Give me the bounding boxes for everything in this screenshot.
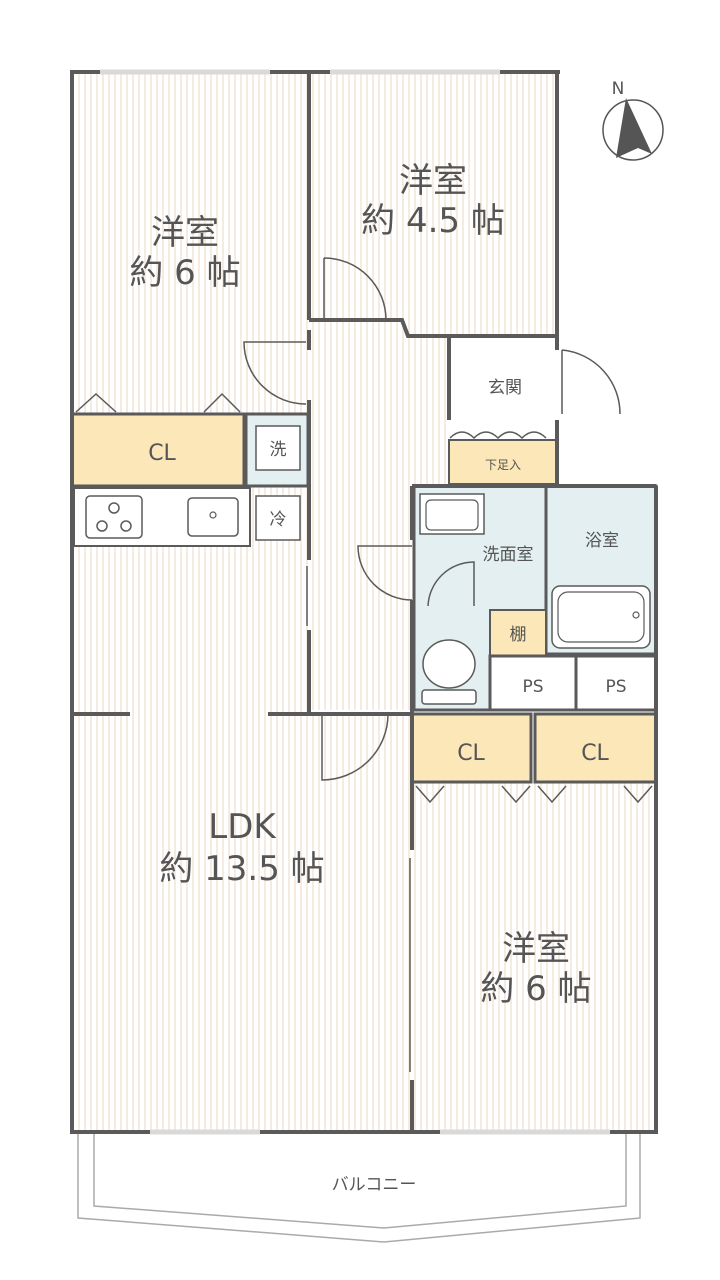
burner-icon (96, 520, 108, 532)
fridge-label: 冷 (270, 510, 287, 530)
balcony-label: バルコニー (332, 1175, 417, 1195)
closet-se[interactable] (533, 712, 658, 784)
windows (100, 69, 610, 1135)
room-name-ldk: LDK (208, 807, 277, 847)
closet-door-marks (75, 392, 653, 804)
washer-label: 洗 (270, 440, 287, 460)
doors[interactable] (243, 257, 621, 1072)
washer-icon (255, 425, 301, 471)
floor-entrance (449, 338, 556, 418)
entrance-label: 玄関 (488, 378, 522, 398)
ps-right (574, 654, 658, 712)
sink-icon (187, 497, 239, 537)
closet-label-se: CL (581, 741, 609, 766)
north-arrow-icon (602, 98, 664, 161)
door-entrance[interactable] (561, 349, 621, 415)
closet-label-center: CL (457, 741, 485, 766)
floor-western-se (412, 782, 656, 1130)
floor-western-nw (72, 72, 309, 414)
ps-label-right: PS (605, 677, 626, 697)
room-size-ldk: 約 13.5 帖 (159, 849, 324, 889)
fridge-icon (255, 495, 301, 541)
bathtub-inner (557, 591, 645, 643)
room-name-western-se: 洋室 (502, 929, 570, 969)
burner-icon (108, 502, 120, 514)
room-size-western-n: 約 4.5 帖 (361, 201, 505, 241)
balcony-inner (93, 1132, 627, 1229)
room-size-western-se: 約 6 帖 (480, 969, 591, 1009)
shelf-label: 棚 (510, 625, 527, 645)
wash-basin-bowl (425, 499, 479, 531)
door-western-n[interactable] (323, 257, 387, 321)
room-size-western-nw: 約 6 帖 (129, 253, 240, 293)
closet-label-nw: CL (148, 441, 176, 466)
burner-icon (120, 520, 132, 532)
floor-western-n (309, 72, 557, 334)
door-washroom[interactable] (357, 545, 413, 601)
washroom-label: 洗面室 (483, 545, 534, 565)
closet-center[interactable] (410, 712, 533, 784)
drain-icon (632, 611, 640, 619)
toilet-tank-icon (421, 689, 477, 705)
room-name-western-n: 洋室 (399, 161, 467, 201)
ps-label-left: PS (522, 677, 543, 697)
room-name-western-nw: 洋室 (151, 213, 219, 253)
door-toilet[interactable] (427, 561, 475, 607)
drain-icon (209, 511, 217, 519)
toilet-bowl-icon (422, 639, 476, 689)
stove-icon (85, 495, 143, 539)
compass-label: N (612, 79, 625, 99)
door-ldk[interactable] (321, 713, 389, 781)
shoe-storage-label: 下足入 (485, 458, 521, 472)
floor-ldk (72, 714, 412, 1130)
balcony-outline (77, 1132, 641, 1243)
bathroom-label: 浴室 (585, 531, 619, 551)
shelf (489, 609, 547, 657)
door-western-nw[interactable] (243, 341, 307, 405)
